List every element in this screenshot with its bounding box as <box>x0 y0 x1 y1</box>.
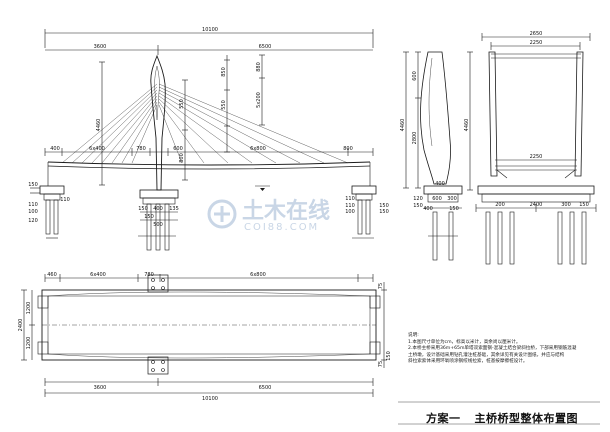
drawing-title: 方案一主桥桥型整体布置图 <box>426 410 592 426</box>
dim-mid-800: 800 <box>343 146 353 152</box>
dim-side-w600: 600 <box>432 196 442 202</box>
dim-plan-6x800: 6x800 <box>250 272 266 278</box>
dim-plan-3600: 3600 <box>94 385 107 391</box>
dim-side-base400: 400 <box>423 206 433 212</box>
dim-plan-2400: 2400 <box>18 319 24 332</box>
dim-left-100: 100 <box>28 209 38 215</box>
design-notes: 说明: 1.本图尺寸单位为cm，标高以米计，高余尚以厘米计。 2.本桥主桥采用3… <box>408 333 603 366</box>
dim-side-600: 600 <box>412 71 418 81</box>
dim-plan-460: 460 <box>47 272 57 278</box>
dim-side-2800: 2800 <box>412 132 418 145</box>
notes-line-2: 2.本桥主桥采用36m+65m单塔双索面钢-混凝土结合梁斜拉桥，下部采用钢筋混凝 <box>408 346 577 352</box>
dim-side-base150: 150 <box>449 206 459 212</box>
dim-seg-mid2: 550 <box>221 100 227 110</box>
notes-line-4: 斜拉索索体采用环氧喷涂钢绞线拉索，桩基按摩擦桩设计。 <box>408 359 528 365</box>
notes-header: 说明: <box>408 333 419 338</box>
plan-view <box>21 274 387 397</box>
dim-side-2250: 2250 <box>530 40 543 46</box>
watermark-en: COI88.COM <box>244 222 319 232</box>
dim-plan-6500: 6500 <box>259 385 272 391</box>
elevation-view <box>30 29 377 251</box>
dim-mid-400: 400 <box>50 146 60 152</box>
dim-side-base150b: 150 <box>579 202 589 208</box>
dim-plan-780: 780 <box>144 272 154 278</box>
dim-side-2650: 2650 <box>530 31 543 37</box>
dim-side-base2400: 2400 <box>530 202 543 208</box>
dim-side-150: 150 <box>413 203 423 209</box>
dim-seg-mid1: 550 <box>179 99 185 109</box>
dim-side-4460b: 4460 <box>464 119 470 132</box>
dim-plan-75b: 75 <box>378 361 384 367</box>
dim-side-w2250: 2250 <box>530 154 543 160</box>
dim-pier-150b: 150 <box>144 214 154 220</box>
dim-side-w400: 400 <box>435 181 445 187</box>
dim-side-base200: 200 <box>495 202 505 208</box>
dim-side-base300: 300 <box>561 202 571 208</box>
dim-right-150a: 150 <box>379 203 389 209</box>
dim-elev-total: 10100 <box>202 27 218 33</box>
dim-right-110a: 110 <box>345 196 355 202</box>
dim-pier-500: 500 <box>153 222 163 228</box>
dim-tower-height: 4460 <box>96 119 102 132</box>
title-scheme: 方案一 <box>426 412 461 425</box>
dim-mid-600: 600 <box>173 146 183 152</box>
dim-left-120: 120 <box>28 218 38 224</box>
dim-mid-6x400: 6x400 <box>89 146 105 152</box>
dim-plan-75a: 75 <box>378 283 384 289</box>
dim-pier-400: 400 <box>153 206 163 212</box>
dim-plan-10100: 10100 <box>202 396 218 402</box>
dim-mid-780: 780 <box>136 146 146 152</box>
notes-line-3: 土桥墩，设计基础采用钻孔灌注桩基础，其余详见有关设计图纸，并应与结构 <box>408 352 565 358</box>
dim-seg-upper: 850 <box>221 67 227 77</box>
dim-pier-150a: 150 <box>138 206 148 212</box>
watermark-cn: 土木在线 <box>242 198 330 224</box>
dim-left-150: 150 <box>28 182 38 188</box>
dim-plan-1200b: 1200 <box>26 337 32 350</box>
title-name: 主桥桥型整体布置图 <box>474 412 578 425</box>
dim-right-110b: 110 <box>345 203 355 209</box>
dim-seg-right1: 880 <box>256 62 262 72</box>
dim-plan-1200a: 1200 <box>26 302 32 315</box>
dim-seg-bot: 800 <box>179 153 185 163</box>
dim-seg-right2: 5x200 <box>256 92 262 108</box>
dim-plan-150: 150 <box>386 351 392 361</box>
dim-plan-6x400: 6x400 <box>90 272 106 278</box>
dim-right-100: 100 <box>345 209 355 215</box>
dim-side-120: 120 <box>413 196 423 202</box>
dim-left-110b: 110 <box>28 202 38 208</box>
dim-elev-right: 6500 <box>259 44 272 50</box>
dim-side-w300: 300 <box>447 196 457 202</box>
dim-elev-left: 3600 <box>94 44 107 50</box>
tower-side-view <box>403 33 597 265</box>
watermark-logo: 土木在线 COI88.COM <box>207 198 330 232</box>
dim-pier-135: 135 <box>169 206 179 212</box>
dim-right-150b: 150 <box>379 209 389 215</box>
notes-line-1: 1.本图尺寸单位为cm，标高以米计，高余尚以厘米计。 <box>408 339 521 345</box>
dim-mid-6x800: 6x800 <box>250 146 266 152</box>
dim-left-110a: 110 <box>60 197 70 203</box>
dim-side-4460: 4460 <box>400 119 406 132</box>
